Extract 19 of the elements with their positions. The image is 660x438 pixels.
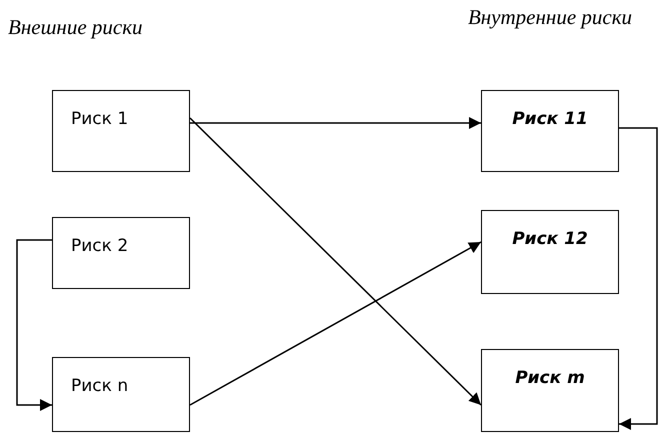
process-box	[52, 357, 190, 432]
column-heading: Внешние риски	[8, 14, 144, 41]
arrow	[16, 239, 52, 411]
process-box	[481, 90, 619, 172]
arrow	[190, 117, 481, 129]
arrow	[190, 241, 482, 406]
node-label: Риск n	[70, 376, 130, 396]
arrow	[619, 127, 658, 430]
process-box	[52, 217, 190, 289]
node-label: Риск m	[514, 368, 586, 388]
node-label: Риск 12	[511, 229, 589, 249]
process-box	[481, 210, 619, 294]
node-label: Риск 1	[70, 109, 130, 129]
node-label: Риск 2	[70, 236, 130, 256]
node-label: Риск 11	[511, 109, 589, 129]
process-box	[52, 90, 190, 172]
column-heading: Внутренние риски	[466, 4, 634, 31]
process-box	[481, 349, 619, 432]
arrow	[189, 117, 482, 406]
